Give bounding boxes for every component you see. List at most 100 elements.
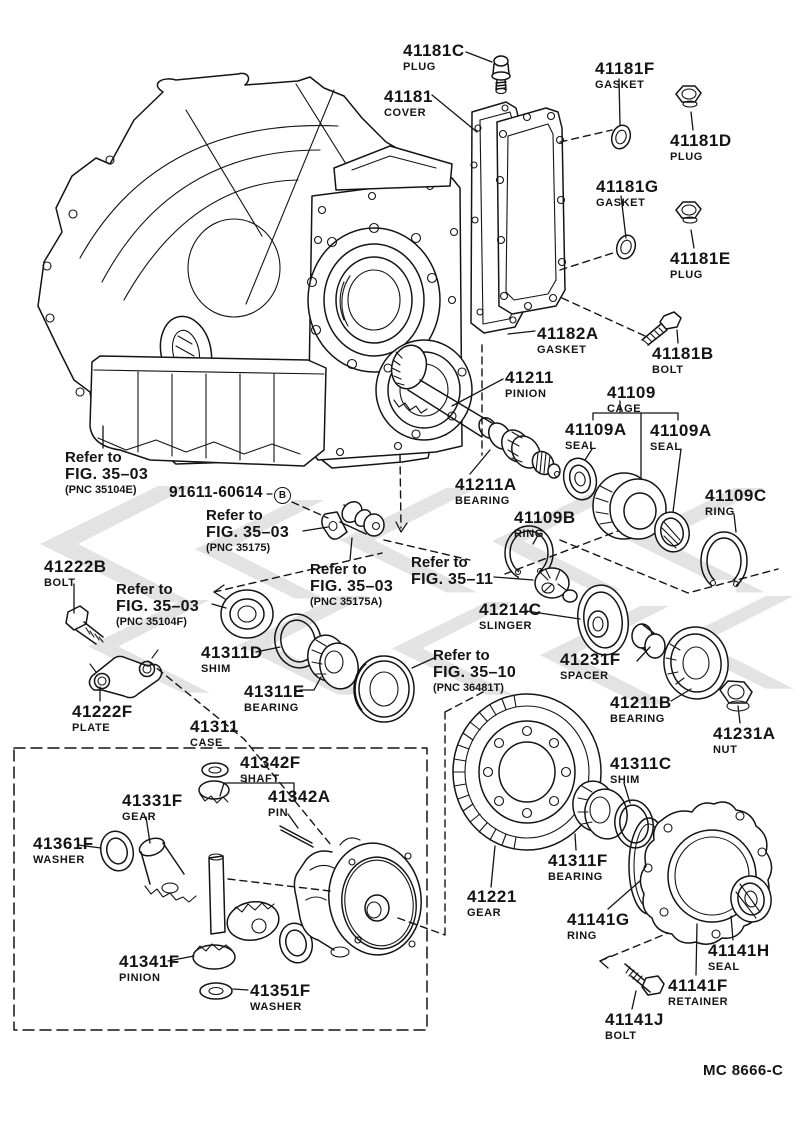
reference-line2: FIG. 35–03 (310, 578, 394, 595)
part-code: 41311E (244, 682, 305, 701)
part-code: 41141J (605, 1010, 664, 1029)
spacer-41231f-drawing (631, 623, 666, 659)
part-descriptor: RING (567, 930, 597, 942)
bearing-41311f-drawing (572, 780, 628, 840)
bearing-cup-fig3510-drawing (353, 655, 415, 723)
part-descriptor: BOLT (652, 364, 684, 376)
reference-pnc: (PNC 35104E) (65, 484, 137, 496)
part-code: 41231A (713, 724, 776, 743)
transaxle-case-drawing (37, 72, 473, 469)
part-descriptor: SHIM (610, 774, 640, 786)
reference-pnc: (PNC 36481T) (433, 682, 504, 694)
part-code: 41181D (670, 131, 732, 150)
nut-41231a-drawing (719, 680, 753, 712)
figure-doc-code: MC 8666-C (703, 1062, 784, 1079)
bevel-gear-fig3511-drawing (534, 567, 578, 603)
part-code: 41342A (268, 787, 331, 806)
part-code: 41222F (72, 702, 133, 721)
part-descriptor: PLUG (670, 269, 703, 281)
part-descriptor: GEAR (122, 811, 157, 823)
part-code: 41342F (240, 753, 301, 772)
part-code: 41311D (201, 643, 263, 662)
part-descriptor: GEAR (467, 907, 502, 919)
bolt-41181b-drawing (641, 311, 682, 346)
part-descriptor: SEAL (565, 440, 597, 452)
reference-line1: Refer to (310, 561, 367, 578)
cover-41181-drawing (495, 107, 567, 315)
part-code: 41221 (467, 887, 517, 906)
part-descriptor: CAGE (607, 403, 642, 415)
part-descriptor: RING (514, 528, 544, 540)
part-code: 41181C (403, 41, 465, 60)
leader-lines (73, 51, 741, 1010)
bolt-41222b-drawing (65, 605, 104, 645)
part-descriptor: GASKET (595, 79, 645, 91)
bearing-41311e-drawing (307, 634, 359, 690)
part-code: 41109C (705, 486, 767, 505)
part-code: 41311C (610, 754, 672, 773)
reference-line2: FIG. 35–11 (411, 571, 494, 588)
reference-pnc: (PNC 35175A) (310, 596, 383, 608)
part-descriptor: SEAL (708, 961, 740, 973)
part-descriptor: WASHER (250, 1001, 302, 1013)
seal-41141h-drawing (730, 875, 772, 923)
part-descriptor: SHAFT (240, 773, 280, 785)
ring-gear-41221-drawing (452, 693, 602, 851)
plate-41222f-drawing (88, 649, 163, 699)
seal-41109a-right-drawing (654, 511, 690, 553)
dashed-lines (13, 129, 779, 1031)
part-descriptor: RING (705, 506, 735, 518)
part-descriptor: BEARING (244, 702, 299, 714)
bearing-cage-41109-drawing (592, 472, 667, 540)
part-descriptor: PINION (505, 388, 547, 400)
part-code: 41181G (596, 177, 659, 196)
part-code: 41181B (652, 344, 714, 363)
gasket-41181g-drawing (615, 234, 637, 260)
part-code: 41109B (514, 508, 576, 527)
slinger-41214c-drawing (577, 584, 629, 656)
bearing-41211b-drawing (663, 626, 729, 700)
circled-b-marker: B (274, 487, 291, 504)
part-descriptor: PLUG (670, 151, 703, 163)
reference-line2: FIG. 35–03 (65, 466, 149, 483)
part-descriptor: PLUG (403, 61, 436, 73)
part-descriptor: SPACER (560, 670, 609, 682)
reference-pnc: (PNC 35175) (206, 542, 271, 554)
part-code: 41141G (567, 910, 630, 929)
part-descriptor: PLATE (72, 722, 111, 734)
reference-line1: Refer to (116, 581, 173, 598)
part-descriptor: RETAINER (668, 996, 729, 1008)
plug-41181d-drawing (675, 85, 702, 108)
part-code: 41331F (122, 791, 183, 810)
part-descriptor: COVER (384, 107, 427, 119)
reference-line1: Refer to (411, 554, 468, 571)
reference-line1: Refer to (65, 449, 122, 466)
part-code: 41361F (33, 834, 94, 853)
